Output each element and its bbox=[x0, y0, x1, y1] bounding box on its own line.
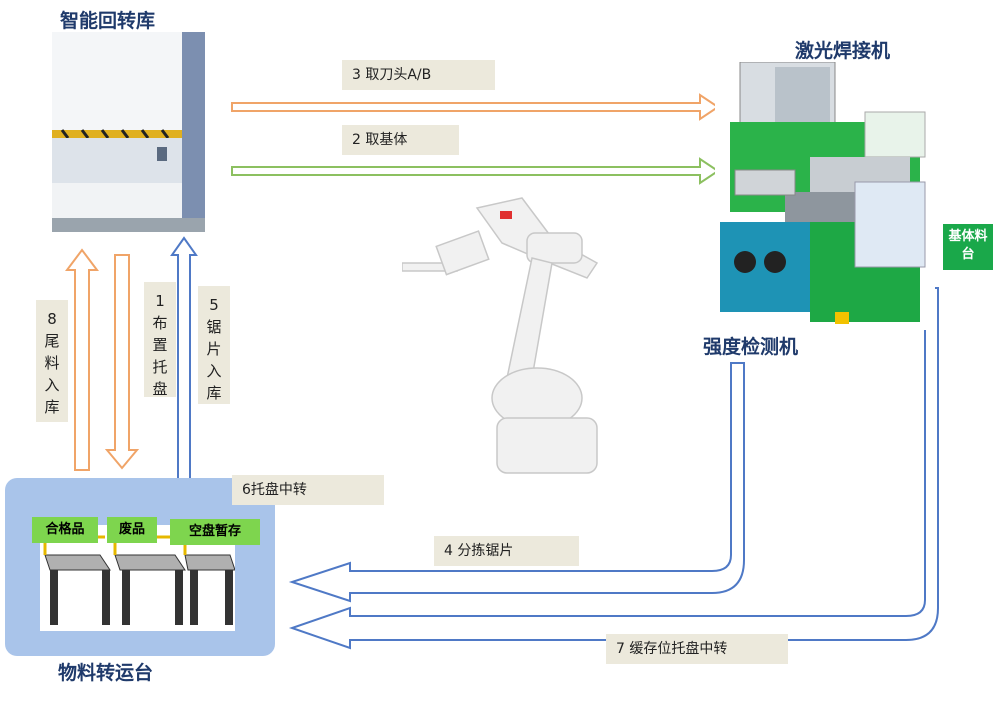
step-label-4: 4 分拣锯片 bbox=[434, 536, 579, 566]
step-1-char: 置 bbox=[152, 336, 168, 354]
step-8-char: 料 bbox=[44, 354, 60, 372]
step-8-char: 8 bbox=[47, 310, 57, 328]
storage-label: 智能回转库 bbox=[60, 10, 156, 32]
step-label-8: 8 尾 料 入 库 bbox=[36, 300, 68, 422]
step-1-char: 盘 bbox=[152, 380, 168, 398]
step-5-char: 片 bbox=[206, 340, 222, 358]
arrow-step-8 bbox=[65, 248, 99, 471]
bin-label-empty-tray: 空盘暂存 bbox=[170, 519, 260, 545]
arrow-step-7 bbox=[288, 287, 939, 650]
step-label-5: 5 锯 片 入 库 bbox=[198, 286, 230, 404]
welder-label: 激光焊接机 bbox=[795, 40, 891, 62]
step-1-char: 托 bbox=[152, 358, 168, 376]
arrow-step-3 bbox=[231, 93, 720, 121]
arrow-step-1 bbox=[104, 254, 140, 470]
arrow-step-4 bbox=[288, 362, 745, 603]
step-1-char: 布 bbox=[152, 314, 168, 332]
tester-label: 强度检测机 bbox=[703, 336, 799, 358]
arrow-step-5 bbox=[170, 236, 198, 481]
step-label-6: 6托盘中转 bbox=[232, 475, 384, 505]
step-5-char: 5 bbox=[209, 296, 219, 314]
robot-arm-image bbox=[402, 193, 612, 483]
welder-machine-image bbox=[715, 62, 935, 330]
step-8-char: 尾 bbox=[44, 332, 60, 350]
step-5-char: 入 bbox=[206, 362, 222, 380]
step-8-char: 入 bbox=[44, 376, 60, 394]
step-8-char: 库 bbox=[44, 398, 60, 416]
bin-label-qualified: 合格品 bbox=[32, 517, 98, 543]
storage-machine-image bbox=[52, 32, 205, 232]
step-label-1: 1 布 置 托 盘 bbox=[144, 282, 176, 398]
tray-stands bbox=[40, 525, 235, 631]
step-label-7: 7 缓存位托盘中转 bbox=[606, 634, 788, 664]
base-feed-label: 基体料台 bbox=[943, 224, 993, 270]
step-5-char: 锯 bbox=[206, 318, 222, 336]
flow-arrows bbox=[65, 93, 939, 650]
transfer-label: 物料转运台 bbox=[58, 662, 154, 684]
arrow-step-2 bbox=[231, 157, 720, 185]
step-label-3: 3 取刀头A/B bbox=[342, 60, 495, 90]
bin-label-scrap: 废品 bbox=[107, 517, 157, 543]
tray-stand-2 bbox=[113, 535, 186, 625]
step-5-char: 库 bbox=[206, 384, 222, 402]
step-label-2: 2 取基体 bbox=[342, 125, 459, 155]
step-1-char: 1 bbox=[155, 292, 165, 310]
